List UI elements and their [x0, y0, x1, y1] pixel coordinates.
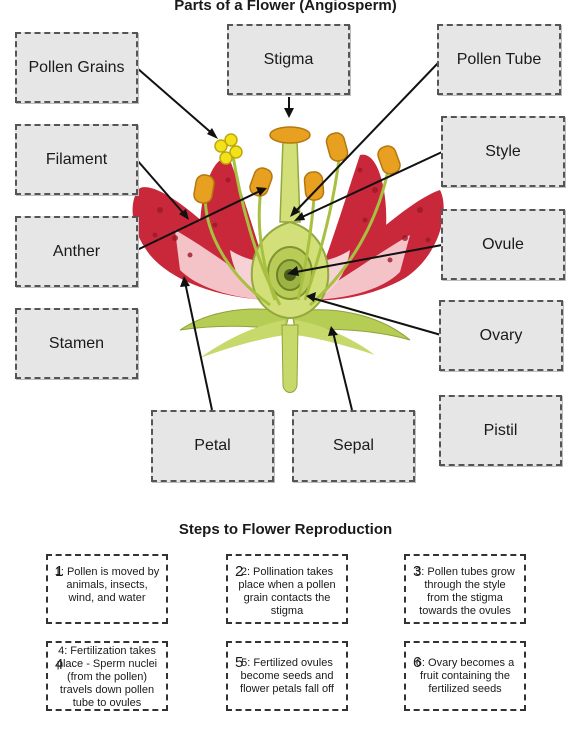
flower-diagram [132, 61, 444, 411]
label-stigma[interactable]: Stigma [227, 24, 350, 95]
label-stamen[interactable]: Stamen [15, 308, 138, 379]
petal-inner-right [305, 235, 410, 300]
step-card-2: 2 2: Pollination takes place when a poll… [226, 554, 348, 624]
label-sepal[interactable]: Sepal [292, 410, 415, 482]
label-petal[interactable]: Petal [151, 410, 274, 482]
label-ovule[interactable]: Ovule [441, 209, 565, 280]
step-number: 1 [55, 563, 64, 580]
step-card-1: 1 1: Pollen is moved by animals, insects… [46, 554, 168, 624]
label-pollen-tube[interactable]: Pollen Tube [437, 24, 561, 95]
step-number: 4 [55, 656, 64, 673]
label-ovary[interactable]: Ovary [439, 300, 563, 371]
step-number: 5 [235, 654, 244, 671]
step-number: 6 [413, 654, 422, 671]
step-text: 2: Pollination takes place when a pollen… [238, 566, 336, 617]
step-text: 5: Fertilized ovules become seeds and fl… [240, 657, 334, 695]
step-number: 2 [235, 563, 244, 580]
step-card-5: 5 5: Fertilized ovules become seeds and … [226, 641, 348, 711]
step-card-3: 3 3: Pollen tubes grow through the style… [404, 554, 526, 624]
step-card-6: 6 6: Ovary becomes a fruit containing th… [404, 641, 526, 711]
step-card-4: 4 4: Fertilization takes place - Sperm n… [46, 641, 168, 711]
step-text: 1: Pollen is moved by animals, insects, … [54, 566, 160, 604]
step-text: 4: Fertilization takes place - Sperm nuc… [56, 645, 158, 709]
step-text: 6: Ovary becomes a fruit containing the … [415, 657, 515, 695]
label-style[interactable]: Style [441, 116, 565, 187]
stigma-shape [269, 126, 311, 144]
label-pistil[interactable]: Pistil [439, 395, 562, 466]
label-anther[interactable]: Anther [15, 216, 138, 287]
step-number: 3 [413, 563, 422, 580]
label-pollen-grains[interactable]: Pollen Grains [15, 32, 138, 103]
step-text: 3: Pollen tubes grow through the style f… [415, 566, 515, 617]
diagram-title: Parts of a Flower (Angiosperm) [174, 0, 397, 14]
label-filament[interactable]: Filament [15, 124, 138, 195]
stem [281, 324, 299, 393]
steps-title: Steps to Flower Reproduction [178, 521, 393, 538]
sepal-lower-left [200, 320, 285, 358]
